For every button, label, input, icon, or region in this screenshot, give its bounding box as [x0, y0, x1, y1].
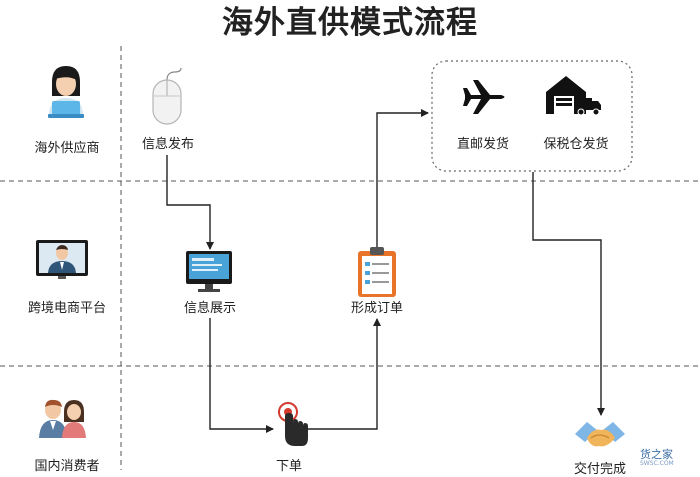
mouse-icon: [152, 67, 182, 125]
step-label-info-display: 信息展示: [183, 301, 237, 316]
watermark-url: SWSC.COM: [640, 460, 674, 467]
step-label-form-order: 形成订单: [350, 301, 404, 316]
arrow-publish-to-display: [166, 155, 214, 250]
step-label-delivery-complete: 交付完成: [573, 462, 627, 477]
lane-label-platform: 跨境电商平台: [27, 301, 107, 316]
monitor-icon: [186, 251, 232, 292]
arrow-shipping-to-delivery: [532, 172, 605, 416]
warehouse-truck-icon: [546, 76, 601, 116]
step-label-info-publish: 信息发布: [141, 137, 195, 152]
airplane-icon: [463, 80, 505, 114]
watermark-brand: 货之家: [640, 448, 673, 461]
shipping-options-box: [431, 60, 633, 172]
lane-label-overseas-supplier: 海外供应商: [34, 141, 100, 156]
businessman-monitor-icon: [36, 240, 88, 279]
woman-laptop-icon: [48, 66, 84, 118]
arrow-form-to-shipping: [376, 109, 429, 248]
step-label-bonded-warehouse: 保税仓发货: [543, 137, 609, 152]
step-label-place-order: 下单: [275, 459, 303, 474]
flow-lines: [166, 109, 605, 433]
clipboard-icon: [358, 247, 396, 297]
lane-label-consumer: 国内消费者: [34, 459, 100, 474]
step-label-direct-mail: 直邮发货: [456, 137, 510, 152]
diagram-title: 海外直供模式流程: [222, 5, 478, 41]
arrow-display-to-order: [209, 318, 274, 433]
arrow-order-to-form: [302, 318, 381, 430]
handshake-icon: [575, 422, 625, 447]
lane-dividers: [0, 46, 700, 470]
couple-icon: [39, 399, 86, 438]
click-hand-icon: [278, 402, 308, 446]
